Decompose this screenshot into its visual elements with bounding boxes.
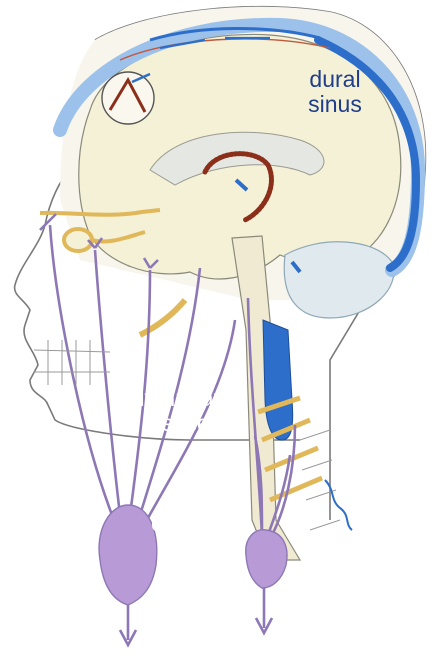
efferent-vessel-left xyxy=(120,605,136,645)
label-cervical-line-3: nodes xyxy=(140,561,240,586)
cervical-lymph-node-small xyxy=(246,530,287,588)
label-lymphatic-vessels-line-2: vessels xyxy=(128,411,248,436)
trigeminal-branch xyxy=(140,300,185,335)
label-lymphatic-vessels: lymphatic vessels xyxy=(128,386,248,436)
cerebellum xyxy=(284,242,394,318)
label-dural-sinus-line-1: dural xyxy=(300,67,370,92)
label-cervical-lymph-nodes: cervical lymph nodes xyxy=(140,511,240,586)
label-cervical-line-1: cervical xyxy=(140,511,240,536)
label-dural-sinus: dural sinus xyxy=(300,67,370,117)
label-lymphatic-vessels-line-1: lymphatic xyxy=(128,386,248,411)
teeth xyxy=(34,340,110,385)
epidural-plexus xyxy=(325,480,352,530)
cervical-nerve-4 xyxy=(270,478,322,500)
label-dural-sinus-line-2: sinus xyxy=(300,92,370,117)
eye-socket xyxy=(64,229,92,251)
jugular-vein xyxy=(263,320,293,440)
label-cervical-line-2: lymph xyxy=(140,536,240,561)
efferent-vessel-right xyxy=(256,588,272,633)
